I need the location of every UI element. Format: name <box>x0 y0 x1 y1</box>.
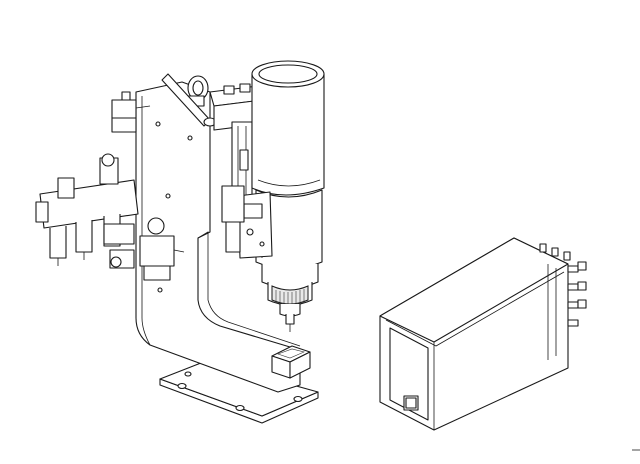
pressure-regulator <box>139 217 185 281</box>
spindle-housing <box>221 185 323 270</box>
solenoid-valve-lower <box>103 223 135 269</box>
lifting-eye <box>161 73 217 127</box>
press-machine <box>35 60 325 424</box>
control-unit <box>379 237 640 451</box>
anvil <box>271 345 311 379</box>
air-filter-regulator <box>35 153 139 266</box>
base-plate <box>159 360 319 424</box>
solenoid-valve-upper <box>111 91 151 133</box>
cylinder <box>251 60 325 196</box>
riveting-tool <box>261 264 319 332</box>
connectors <box>539 243 587 327</box>
